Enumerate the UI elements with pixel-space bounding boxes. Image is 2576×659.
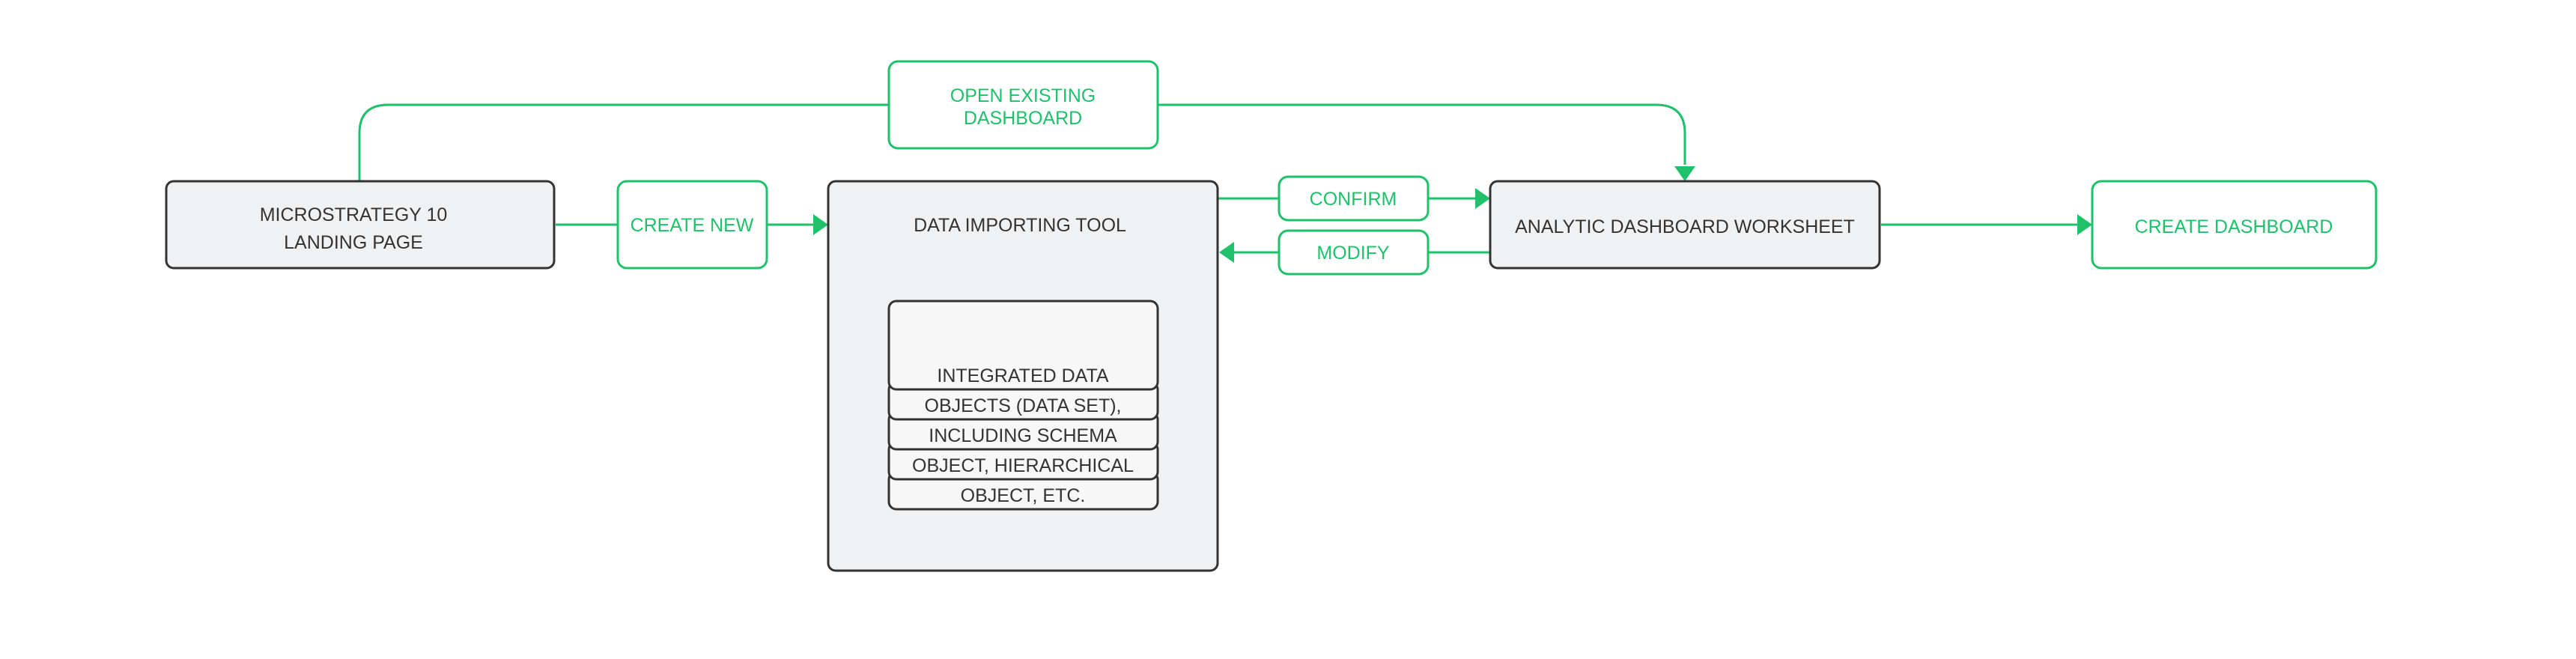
arrowhead-into-worksheet-top [1674, 166, 1695, 181]
open-existing-line2: DASHBOARD [964, 108, 1082, 129]
node-create-new: CREATE NEW [616, 180, 768, 270]
arrowhead-into-data-tool-right [1219, 242, 1234, 263]
node-create-dashboard: CREATE DASHBOARD [2091, 180, 2378, 270]
connectors [358, 103, 2079, 254]
data-stack-line-4: OBJECT, HIERARCHICAL [912, 455, 1134, 476]
connector-open-existing-to-worksheet [1158, 103, 1686, 165]
modify-label: MODIFY [1316, 243, 1390, 264]
confirm-label: CONFIRM [1310, 189, 1397, 210]
create-new-label: CREATE NEW [631, 215, 754, 236]
data-stack-line-1: INTEGRATED DATA [937, 365, 1109, 386]
node-confirm: CONFIRM [1278, 175, 1430, 222]
data-importing-tool-title: DATA IMPORTING TOOL [914, 215, 1126, 236]
landing-page-line1: MICROSTRATEGY 10 [260, 204, 448, 225]
node-modify: MODIFY [1278, 229, 1430, 276]
data-stack: INTEGRATED DATA OBJECTS (DATA SET), INCL… [887, 300, 1159, 511]
node-analytic-dashboard-worksheet: ANALYTIC DASHBOARD WORKSHEET [1489, 180, 1881, 270]
open-existing-line1: OPEN EXISTING [950, 85, 1096, 106]
arrowheads [813, 166, 2092, 263]
landing-page-line2: LANDING PAGE [284, 232, 423, 253]
arrowhead-into-create-dashboard [2077, 214, 2092, 235]
arrowhead-into-data-tool [813, 214, 828, 235]
data-stack-line-5: OBJECT, ETC. [961, 485, 1086, 506]
analytic-worksheet-label: ANALYTIC DASHBOARD WORKSHEET [1515, 216, 1855, 237]
node-data-importing-tool: DATA IMPORTING TOOL INTEGRATED DATA OBJE… [827, 180, 1219, 572]
data-stack-line-2: OBJECTS (DATA SET), [925, 395, 1122, 416]
data-stack-line-3: INCLUDING SCHEMA [929, 425, 1117, 446]
node-landing-page: MICROSTRATEGY 10 LANDING PAGE [165, 180, 556, 270]
arrowhead-into-worksheet-left [1475, 188, 1490, 209]
create-dashboard-label: CREATE DASHBOARD [2135, 216, 2333, 237]
connector-landing-to-open-existing [358, 103, 889, 180]
node-open-existing-dashboard: OPEN EXISTING DASHBOARD [887, 60, 1159, 150]
